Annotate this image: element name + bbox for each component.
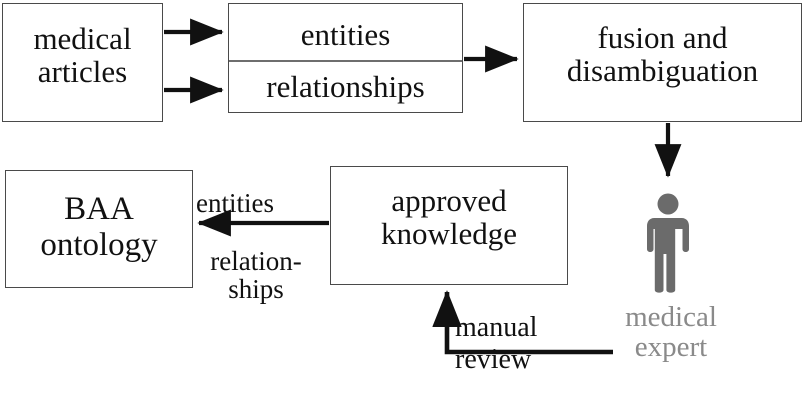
node-approved-knowledge[interactable]: approved knowledge (330, 166, 568, 285)
person-icon (647, 193, 689, 293)
node-entities-relationships[interactable]: entities relationships (228, 3, 463, 113)
node-fusion-and-disambiguation[interactable]: fusion and disambiguation (523, 3, 802, 122)
node-baa-ontology-label: BAA ontology (40, 191, 158, 263)
actor-medical-expert-label: medical expert (625, 301, 717, 363)
edge-label-entities: entities (196, 188, 274, 218)
node-approved-knowledge-label: approved knowledge (380, 183, 518, 252)
edge-label-relationships: relation- ships (210, 246, 302, 305)
node-baa-ontology[interactable]: BAA ontology (5, 170, 193, 288)
node-entities-label: entities (300, 17, 391, 52)
node-medical-articles-label: medical articles (33, 21, 132, 90)
node-relationships-label: relationships (266, 69, 425, 104)
edge-label-review: review (455, 344, 532, 375)
node-medical-articles[interactable]: medical articles (2, 3, 163, 122)
node-divider (229, 60, 462, 62)
edge-label-manual: manual (455, 312, 538, 343)
node-fusion-label: fusion and disambiguation (566, 20, 759, 89)
